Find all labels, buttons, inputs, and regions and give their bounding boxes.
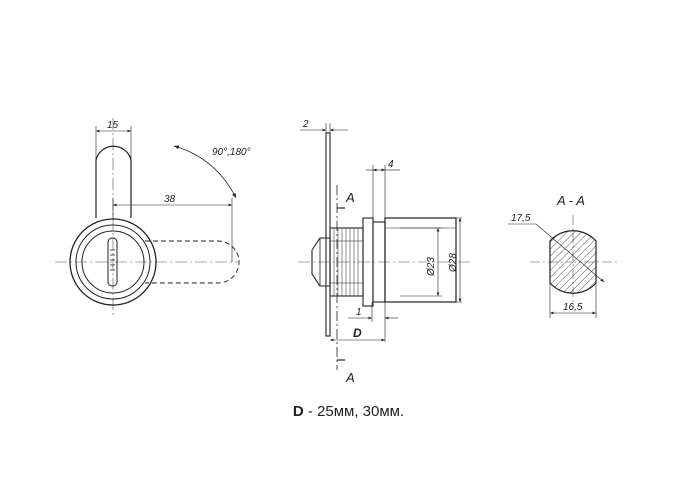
dim-1: 1: [348, 307, 398, 320]
dim-15-label: 15: [107, 120, 119, 131]
side-view: [298, 123, 470, 370]
section-view: [508, 215, 620, 318]
dim-dia28-label: Ø28: [448, 253, 459, 273]
section-title: A - A: [556, 193, 585, 208]
dim-d-label: D: [353, 326, 362, 340]
dim-2: 2: [300, 119, 348, 132]
dim-d: D: [330, 326, 385, 342]
caption-d: D: [292, 403, 304, 420]
dim-dia28: Ø28: [448, 218, 462, 302]
dim-dia23: Ø23: [426, 228, 440, 296]
rotation-label: 90°,180°: [212, 147, 251, 158]
caption: D - 25мм, 30мм.: [0, 403, 697, 420]
dim-16-5: 16,5: [550, 302, 596, 315]
section-marker-bottom: A: [345, 370, 355, 385]
dim-dia23-label: Ø23: [426, 257, 437, 277]
dim-16-5-label: 16,5: [563, 302, 583, 313]
dim-4: 4: [366, 159, 400, 172]
dim-2-label: 2: [302, 119, 309, 130]
section-marker-top: A: [345, 190, 355, 205]
dim-15: 15: [96, 120, 131, 133]
dim-17-5-label: 17,5: [511, 213, 531, 224]
dim-38: 38: [113, 194, 232, 207]
caption-text: - 25мм, 30мм.: [303, 403, 405, 420]
front-view: [55, 118, 240, 318]
dim-38-label: 38: [164, 194, 176, 205]
dim-1-label: 1: [356, 307, 362, 318]
dim-4-label: 4: [388, 159, 394, 170]
